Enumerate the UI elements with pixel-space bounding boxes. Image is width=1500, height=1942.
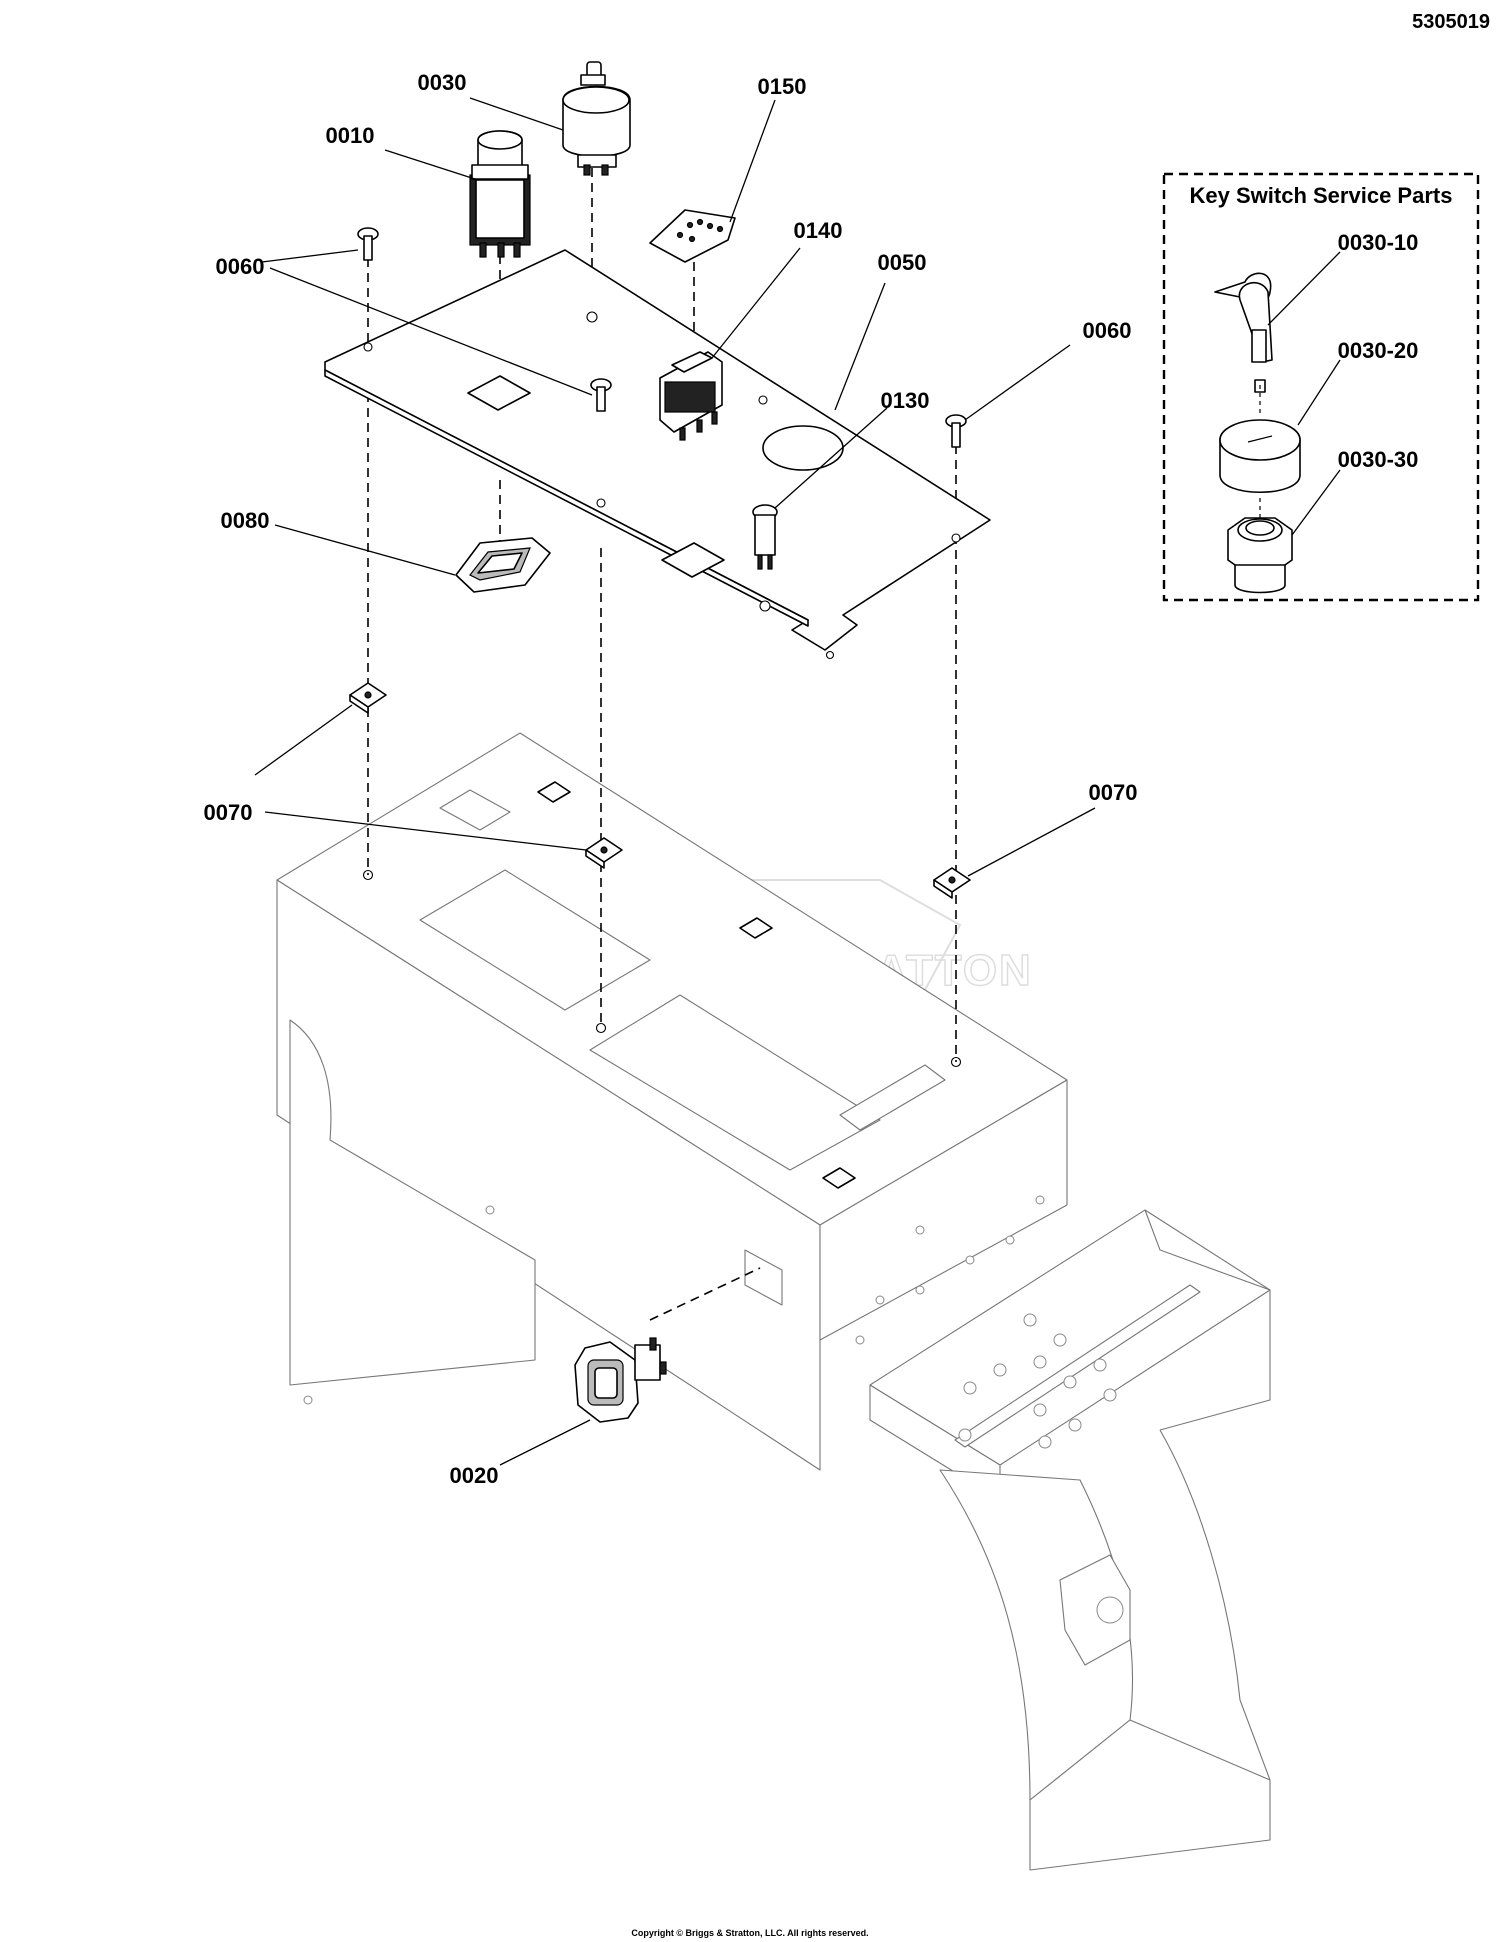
screw-part-1	[357, 227, 379, 261]
rocker-switch-part	[659, 351, 723, 441]
callout-0070-left: 0070	[204, 800, 253, 825]
callout-0070-right: 0070	[1089, 780, 1138, 805]
frame-opening-2	[589, 994, 881, 1171]
pto-switch-part	[469, 130, 531, 258]
callout-labels: 0030 0010 0150 0140 0050 0060 0060 0130 …	[204, 70, 1138, 1488]
callout-0030: 0030	[418, 70, 467, 95]
callout-0130: 0130	[881, 388, 930, 413]
panel-cutout-right	[661, 542, 725, 578]
clip-nut-part-2	[585, 837, 623, 869]
chassis-frame: BRIGGS&STRATTON	[276, 732, 1271, 1871]
panel-cutout-left	[467, 375, 531, 411]
rocker-cap-part	[649, 209, 736, 263]
frame-opening-1	[419, 869, 651, 1011]
frame-deck-slot	[954, 1284, 1201, 1448]
callout-0010: 0010	[326, 123, 375, 148]
service-parts-box: Key Switch Service Parts 0030-10	[1162, 172, 1480, 602]
screw-part-3	[945, 414, 967, 448]
service-part-0030-20: 0030-20	[1338, 338, 1419, 363]
frame-tab-2	[739, 917, 773, 939]
clip-nut-part-1	[349, 682, 387, 714]
indicator-light-part	[752, 504, 778, 570]
dash-panel	[324, 249, 991, 660]
document-number: 5305019	[1412, 11, 1490, 33]
service-box-title: Key Switch Service Parts	[1190, 183, 1453, 208]
frame-slot-2	[839, 1064, 946, 1131]
clip-nut-part-3	[933, 867, 971, 899]
bezel-part	[455, 537, 551, 593]
frame-right-leg-foot	[1029, 1719, 1271, 1871]
seat-switch-part	[574, 1337, 667, 1423]
frame-tab-3	[822, 1167, 856, 1189]
frame-front-face	[276, 879, 821, 1471]
key-switch-cap-part	[1219, 419, 1301, 494]
key-switch-part	[562, 61, 631, 176]
callout-0150: 0150	[758, 74, 807, 99]
leader-lines	[254, 97, 1096, 1466]
callout-0020: 0020	[450, 1463, 499, 1488]
panel-large-hole	[762, 425, 844, 471]
callout-0060-right: 0060	[1083, 318, 1132, 343]
callout-0050: 0050	[878, 250, 927, 275]
frame-side-face	[819, 1079, 1068, 1341]
frame-front-slot	[744, 1249, 783, 1306]
frame-left-skirt	[289, 1019, 536, 1386]
screw-part-2	[590, 378, 612, 412]
frame-tab-1	[537, 781, 571, 803]
callout-0080: 0080	[221, 508, 270, 533]
callout-0140: 0140	[794, 218, 843, 243]
key-part	[1214, 272, 1273, 393]
key-switch-nut-part	[1227, 517, 1293, 594]
frame-right-leg-tube	[1059, 1554, 1131, 1666]
service-part-0030-30: 0030-30	[1338, 447, 1419, 472]
copyright-notice: Copyright © Briggs & Stratton, LLC. All …	[631, 1928, 868, 1938]
service-part-0030-10: 0030-10	[1338, 230, 1419, 255]
frame-slot-1	[439, 789, 511, 831]
callout-0060-left: 0060	[216, 254, 265, 279]
